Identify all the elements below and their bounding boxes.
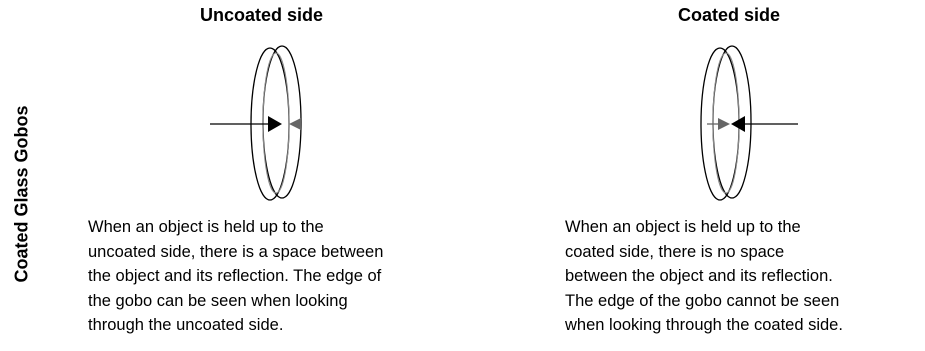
object-arrowhead: [268, 116, 282, 132]
uncoated-illustration: [60, 40, 460, 210]
reflection-arrowhead: [718, 118, 730, 130]
uncoated-caption: When an object is held up to the uncoate…: [88, 215, 458, 338]
caption-line: coated side, there is no space: [565, 243, 784, 261]
object-arrow: [210, 116, 282, 132]
caption-line: When an object is held up to the: [565, 218, 801, 236]
coated-panel: Coated side When an object is held up to…: [545, 0, 925, 351]
object-arrowhead: [731, 116, 745, 132]
side-label-text: Coated Glass Gobos: [12, 105, 33, 282]
caption-line: uncoated side, there is a space between: [88, 243, 383, 261]
object-arrow: [731, 116, 798, 132]
coated-illustration: [545, 40, 925, 210]
caption-line: through the uncoated side.: [88, 316, 283, 334]
caption-line: The edge of the gobo cannot be seen: [565, 292, 839, 310]
caption-line: the object and its reflection. The edge …: [88, 267, 381, 285]
coated-caption: When an object is held up to the coated …: [565, 215, 925, 338]
caption-line: between the object and its reflection.: [565, 267, 833, 285]
side-label: Coated Glass Gobos: [0, 0, 40, 351]
reflection-arrow: [707, 118, 730, 130]
caption-line: the gobo can be seen when looking: [88, 292, 348, 310]
caption-line: When an object is held up to the: [88, 218, 324, 236]
reflection-arrowhead: [289, 118, 301, 130]
caption-line: when looking through the coated side.: [565, 316, 843, 334]
uncoated-panel-title: Uncoated side: [200, 5, 323, 26]
uncoated-panel: Uncoated side When an object is held up …: [60, 0, 460, 351]
coated-panel-title: Coated side: [678, 5, 780, 26]
